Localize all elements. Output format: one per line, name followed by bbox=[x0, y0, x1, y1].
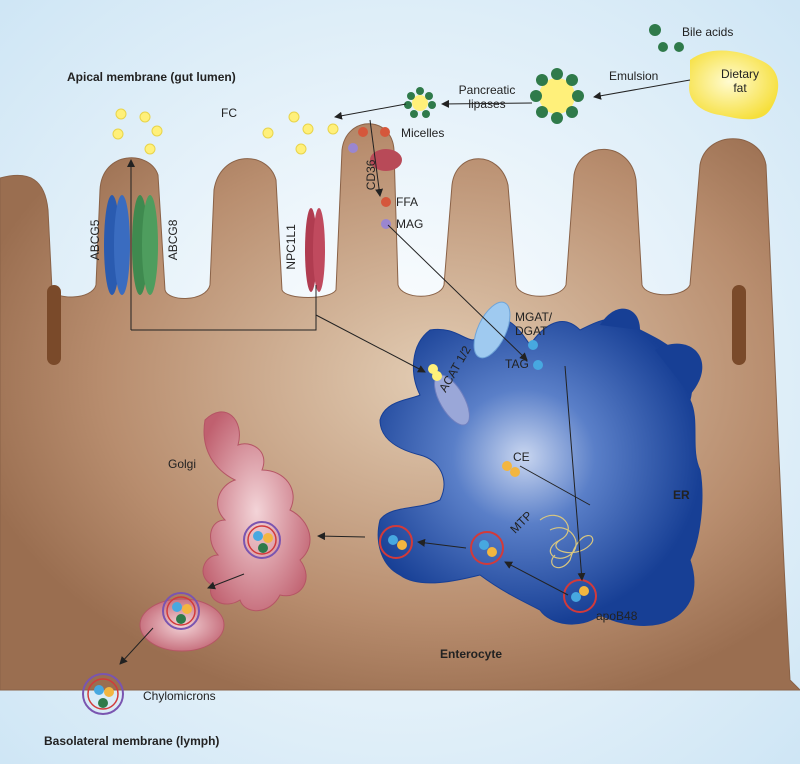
emulsion-label: Emulsion bbox=[609, 69, 659, 83]
chylomicron-particle bbox=[243, 521, 281, 559]
npc1l1-transporter bbox=[305, 208, 325, 292]
pancreatic-lipases-label: Pancreatic lipases bbox=[452, 83, 522, 112]
bile-acid-dot bbox=[658, 42, 668, 52]
tag-dot bbox=[528, 340, 538, 350]
dietary-fat-blob bbox=[689, 50, 779, 120]
chylomicrons-label: Chylomicrons bbox=[143, 689, 216, 703]
apob48-label: apoB48 bbox=[596, 609, 638, 623]
dietary-fat-label-line2: fat bbox=[733, 80, 747, 95]
npc1l1-label: NPC1L1 bbox=[284, 224, 299, 270]
er-label: ER bbox=[673, 488, 690, 502]
abcg5-label: ABCG5 bbox=[88, 219, 103, 261]
bile-acid-dot bbox=[649, 24, 661, 36]
tight-junction-right bbox=[732, 285, 746, 365]
abcg8-transporter bbox=[132, 195, 158, 295]
free-cholesterol-dots bbox=[112, 108, 339, 155]
golgi-apparatus bbox=[202, 411, 311, 612]
mgat-label-line1: MGAT/ bbox=[515, 310, 553, 324]
chylomicron-particle bbox=[379, 525, 413, 559]
ffa-dot bbox=[380, 127, 390, 137]
mag-label: MAG bbox=[396, 217, 424, 231]
er-fold bbox=[600, 308, 640, 330]
pathway-arrows bbox=[119, 79, 691, 665]
bile-acid-dot bbox=[674, 42, 684, 52]
cd36-receptor bbox=[370, 149, 402, 171]
emulsion-droplet bbox=[530, 68, 584, 124]
mgat-label-line2: DGAT bbox=[515, 323, 548, 338]
dietary-fat-label: Dietary fat bbox=[710, 67, 770, 96]
chylomicron-particle bbox=[470, 531, 504, 565]
ce-label: CE bbox=[513, 450, 530, 464]
ffa-label: FFA bbox=[396, 195, 419, 209]
ce-dot bbox=[510, 467, 520, 477]
fc-dot bbox=[432, 371, 442, 381]
apical-membrane-label: Apical membrane (gut lumen) bbox=[67, 70, 236, 84]
basolateral-membrane-label: Basolateral membrane (lymph) bbox=[44, 734, 220, 748]
mgat-dgat-label: MGAT/ DGAT bbox=[515, 310, 553, 339]
cd36-label: CD36 bbox=[364, 159, 379, 191]
ffa-dot bbox=[358, 127, 368, 137]
ffa-dot bbox=[381, 197, 391, 207]
abcg8-label: ABCG8 bbox=[166, 219, 181, 261]
mag-dot bbox=[348, 143, 358, 153]
chylomicron-particle bbox=[82, 673, 124, 715]
micelles-label: Micelles bbox=[401, 126, 445, 140]
enterocyte-label: Enterocyte bbox=[440, 647, 503, 661]
abcg5-transporter bbox=[104, 195, 130, 295]
mag-dot bbox=[381, 219, 391, 229]
bile-acids-label: Bile acids bbox=[682, 25, 734, 39]
micelle bbox=[404, 87, 436, 118]
chylomicron-particle bbox=[162, 592, 200, 630]
mtp-protein bbox=[539, 514, 594, 569]
tight-junction-left bbox=[47, 285, 61, 365]
er-fold bbox=[655, 343, 703, 395]
mgat-dgat-enzyme bbox=[473, 301, 511, 359]
golgi-label: Golgi bbox=[168, 457, 197, 471]
pancreatic-label-line1: Pancreatic bbox=[458, 83, 516, 97]
tag-label: TAG bbox=[505, 357, 529, 371]
ce-dot bbox=[502, 461, 512, 471]
pancreatic-label-line2: lipases bbox=[468, 96, 506, 111]
dietary-fat-label-line1: Dietary bbox=[720, 67, 759, 81]
fc-label: FC bbox=[221, 106, 237, 120]
tag-dot bbox=[533, 360, 543, 370]
